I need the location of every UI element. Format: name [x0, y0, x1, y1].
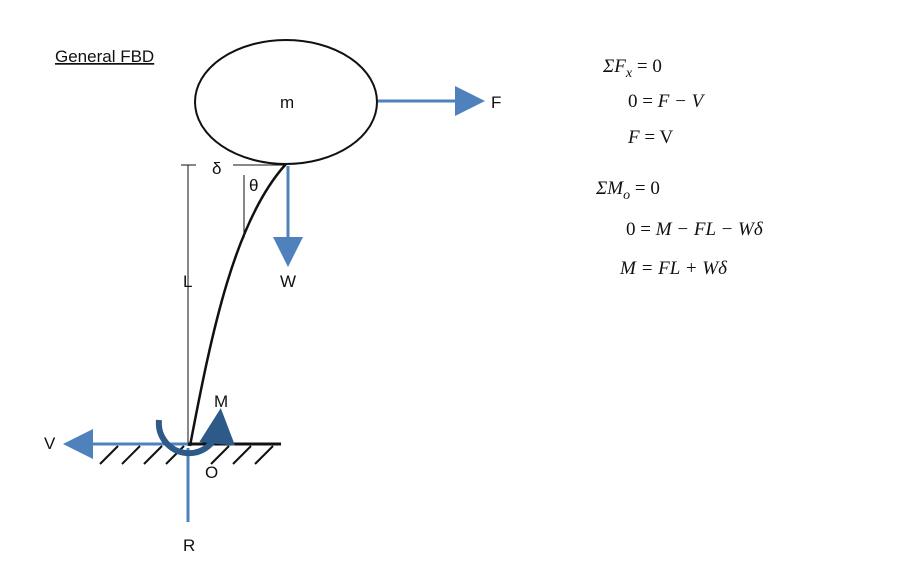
shear-v-label: V [44, 434, 56, 453]
equation-sum-mo: ΣMo = 0 [595, 178, 660, 203]
equation-moment-balance: 0 = M − FL − Wδ [626, 219, 764, 240]
force-f-label: F [491, 93, 501, 112]
reaction-label: R [183, 536, 195, 555]
moment-arrow [155, 408, 236, 457]
diagram-title: General FBD [55, 47, 154, 66]
weight-label: W [280, 272, 296, 291]
moment-label: M [214, 392, 228, 411]
equations-block: ΣFx = 0 0 = F − V F = V ΣMo = 0 0 = M − … [595, 56, 764, 279]
delta-label: δ [212, 159, 221, 178]
ground-hatching [99, 445, 274, 465]
length-label: L [183, 272, 192, 291]
equation-f-equals-v: F = V [627, 127, 673, 148]
deflected-beam [188, 163, 287, 447]
theta-label: θ [249, 176, 258, 195]
equation-moment-result: M = FL + Wδ [619, 258, 728, 279]
mass-label: m [280, 93, 294, 112]
equation-sum-fx: ΣFx = 0 [602, 56, 662, 81]
origin-label: O [205, 463, 218, 482]
equation-f-minus-v: 0 = F − V [628, 91, 706, 112]
